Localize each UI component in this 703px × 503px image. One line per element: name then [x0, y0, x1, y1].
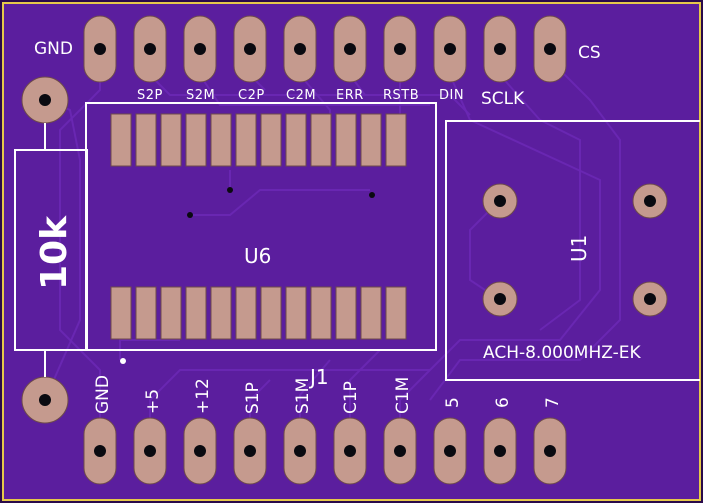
pin-label-s2p: S2P — [137, 88, 163, 103]
bottom-pin-2[interactable] — [133, 417, 167, 485]
pin-label-c2m: C2M — [286, 88, 316, 103]
chip-u6[interactable]: U6 — [85, 102, 437, 364]
pin-label-c2p: C2P — [238, 88, 265, 103]
pin-label-s2m: S2M — [186, 88, 215, 103]
top-pin-3[interactable] — [183, 15, 217, 83]
u6-bottom-pads — [110, 286, 407, 340]
bottom-pin-1[interactable] — [83, 417, 117, 485]
u1-designator: U1 — [567, 235, 591, 262]
u6-top-pads — [110, 113, 407, 167]
via — [187, 212, 193, 218]
j1-designator: J1 — [308, 365, 329, 389]
oscillator-u1[interactable]: U1 ACH-8.000MHZ-EK — [445, 120, 700, 381]
pin-label-c1m: C1M — [393, 377, 413, 414]
pin-label-err: ERR — [336, 88, 364, 103]
top-pin-1[interactable] — [83, 15, 117, 83]
top-pin-7[interactable] — [383, 15, 417, 83]
top-pin-4[interactable] — [233, 15, 267, 83]
top-pin-6[interactable] — [333, 15, 367, 83]
pin-label-6: 6 — [493, 397, 513, 408]
bottom-header — [83, 417, 567, 485]
bottom-pin-6[interactable] — [333, 417, 367, 485]
top-pin-2[interactable] — [133, 15, 167, 83]
resistor-value: 10k — [34, 215, 75, 290]
bottom-pin-10[interactable] — [533, 417, 567, 485]
top-pin-5[interactable] — [283, 15, 317, 83]
pin-label-plus5: +5 — [143, 389, 163, 414]
pin-label-5: 5 — [443, 397, 463, 408]
pin1-marker — [120, 358, 126, 364]
bottom-pin-3[interactable] — [183, 417, 217, 485]
pin-label-s1m: S1M — [293, 378, 313, 414]
top-gnd-label: GND — [34, 39, 73, 59]
top-pin-10[interactable] — [533, 15, 567, 83]
via — [369, 192, 375, 198]
bottom-pin-7[interactable] — [383, 417, 417, 485]
top-pin-8[interactable] — [433, 15, 467, 83]
pin-label-s1p: S1P — [243, 382, 263, 414]
bottom-pin-4[interactable] — [233, 417, 267, 485]
pin-label-din: DIN — [439, 88, 464, 103]
pin-label-c1p: C1P — [341, 381, 361, 414]
top-header — [83, 15, 567, 83]
resistor-10k[interactable]: 10k — [14, 76, 88, 424]
bottom-pin-9[interactable] — [483, 417, 517, 485]
bottom-pin-8[interactable] — [433, 417, 467, 485]
bottom-pin-5[interactable] — [283, 417, 317, 485]
u1-part-number: ACH-8.000MHZ-EK — [483, 343, 641, 363]
top-pin-9[interactable] — [483, 15, 517, 83]
pin-label-rstb: RSTB — [383, 88, 419, 103]
pin-label-7: 7 — [543, 397, 563, 408]
pin-label-sclk: SCLK — [481, 89, 525, 109]
via — [227, 187, 233, 193]
pin-label-plus12: +12 — [193, 378, 213, 414]
top-cs-label: CS — [578, 43, 601, 63]
pin-label-gnd: GND — [93, 375, 113, 414]
u6-designator: U6 — [244, 244, 271, 268]
